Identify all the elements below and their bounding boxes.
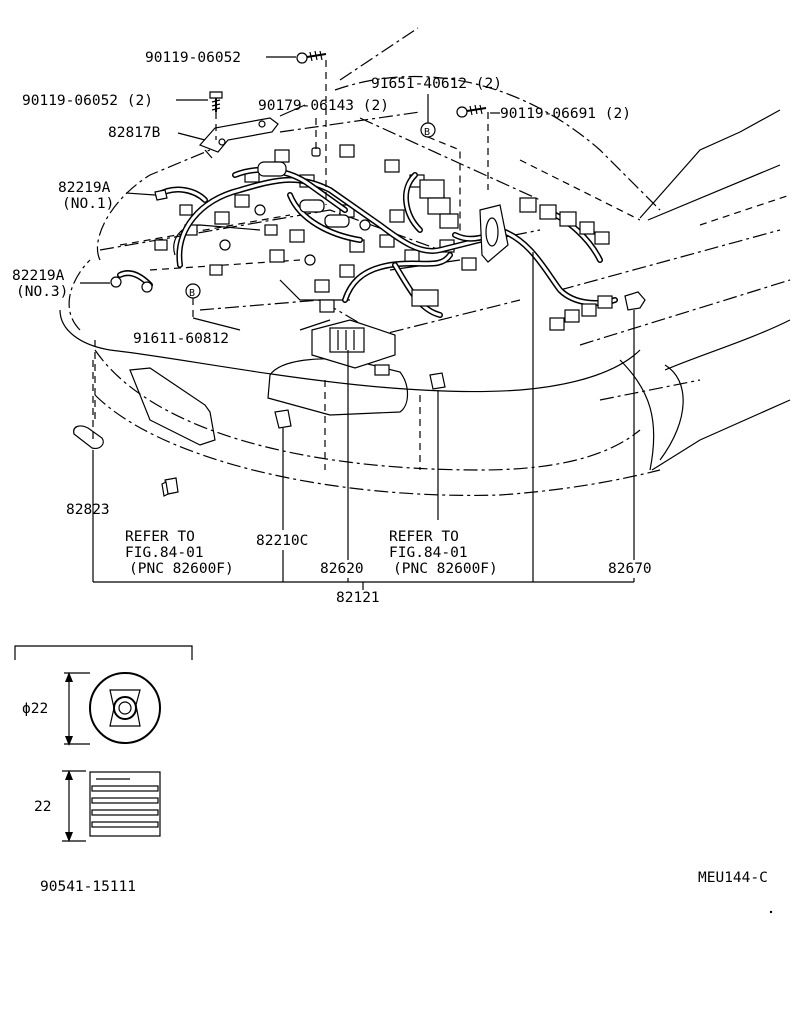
label-90119-06691: 90119-06691 (2) — [500, 106, 631, 122]
bolt-icon-90119-06052 — [209, 91, 223, 112]
plug-82823 — [73, 425, 104, 449]
clip-small-right — [429, 372, 446, 390]
grommet-side-view — [89, 771, 161, 837]
bolt-icon-90119-06052-top — [296, 50, 327, 64]
bolt-callout-b-lower: B — [185, 283, 201, 318]
wire-harness — [117, 161, 618, 369]
relay-82670 — [624, 291, 646, 311]
dimension-diameter-label: ϕ22 — [22, 701, 48, 717]
label-82620: 82620 — [320, 561, 364, 577]
part-labels: 90119-06052 90119-06052 (2) 91651-40612 … — [12, 50, 652, 606]
figure-code: MEU144-C — [698, 870, 768, 886]
label-refer-left-1: REFER TO — [125, 529, 195, 545]
grommet-detail: ϕ22 22 90541-15111 — [14, 645, 193, 895]
connector-82219a-no3 — [110, 276, 153, 293]
label-82121: 82121 — [336, 590, 380, 606]
callout-b-lower-label: B — [189, 288, 195, 299]
label-91611-60812: 91611-60812 — [133, 331, 229, 347]
bolt-icon-90119-06691 — [456, 104, 487, 118]
grommet-top-view — [89, 672, 161, 744]
label-refer-left-2: FIG.84-01 — [125, 545, 204, 561]
label-82210c: 82210C — [256, 533, 308, 549]
label-refer-right-2: FIG.84-01 — [389, 545, 468, 561]
label-82219a-no3-note: (NO.3) — [16, 284, 68, 300]
bracket-82817b — [198, 117, 279, 159]
grommet-part-label: 90541-15111 — [40, 879, 136, 895]
clip-82210c — [274, 409, 292, 429]
label-refer-right-1: REFER TO — [389, 529, 459, 545]
label-90119-06052-top: 90119-06052 — [145, 50, 241, 66]
label-82817b: 82817B — [108, 125, 161, 141]
label-refer-left-3: (PNC 82600F) — [129, 561, 234, 577]
label-82219a-no1-code: 82219A — [58, 180, 111, 196]
label-91651-40612: 91651-40612 (2) — [371, 76, 502, 92]
label-82823: 82823 — [66, 502, 110, 518]
label-refer-right-3: (PNC 82600F) — [393, 561, 498, 577]
label-90179-06143: 90179-06143 (2) — [258, 98, 389, 114]
label-82219a-no1-note: (NO.1) — [62, 196, 114, 212]
vehicle-body-outline — [59, 27, 791, 497]
dimension-height-label: 22 — [34, 799, 51, 815]
callout-b-upper-label: B — [424, 127, 430, 138]
clip-small-left — [161, 477, 179, 497]
label-90119-06052: 90119-06052 (2) — [22, 93, 153, 109]
leader-lines — [80, 56, 635, 590]
connector-82219a-no1 — [154, 189, 168, 201]
speck — [769, 910, 773, 914]
label-82670: 82670 — [608, 561, 652, 577]
label-82219a-no3-code: 82219A — [12, 268, 65, 284]
clamp-callout-b-upper: B — [420, 122, 436, 138]
clip-90179 — [311, 147, 321, 157]
